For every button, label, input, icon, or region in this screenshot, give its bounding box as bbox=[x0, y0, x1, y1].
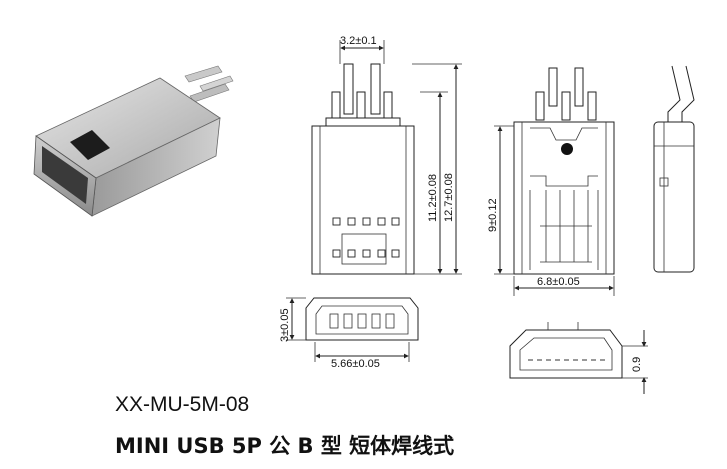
product-description: MINI USB 5P 公 B 型 短体焊线式 bbox=[115, 434, 455, 458]
dim-pin-pitch: 3.2±0.1 bbox=[340, 35, 377, 47]
model-code: XX-MU-5M-08 bbox=[115, 393, 250, 416]
dim-side-height: 9±0.12 bbox=[487, 198, 499, 232]
shell-end-drawing bbox=[509, 322, 648, 394]
dim-length-total: 12.7±0.08 bbox=[443, 173, 455, 222]
top-view-drawing bbox=[311, 40, 462, 275]
dim-plug-width: 5.66±0.05 bbox=[331, 358, 380, 370]
dim-plug-height: 3±0.05 bbox=[279, 308, 291, 342]
plug-face-drawing bbox=[286, 297, 419, 362]
connector-product-photo bbox=[33, 65, 234, 217]
dim-length-short: 11.2±0.08 bbox=[427, 174, 439, 222]
back-view-drawing bbox=[494, 67, 615, 296]
dim-body-width: 6.8±0.05 bbox=[537, 276, 580, 288]
side-view-drawing bbox=[653, 65, 695, 273]
dim-shell-thickness: 0.9 bbox=[631, 357, 643, 372]
